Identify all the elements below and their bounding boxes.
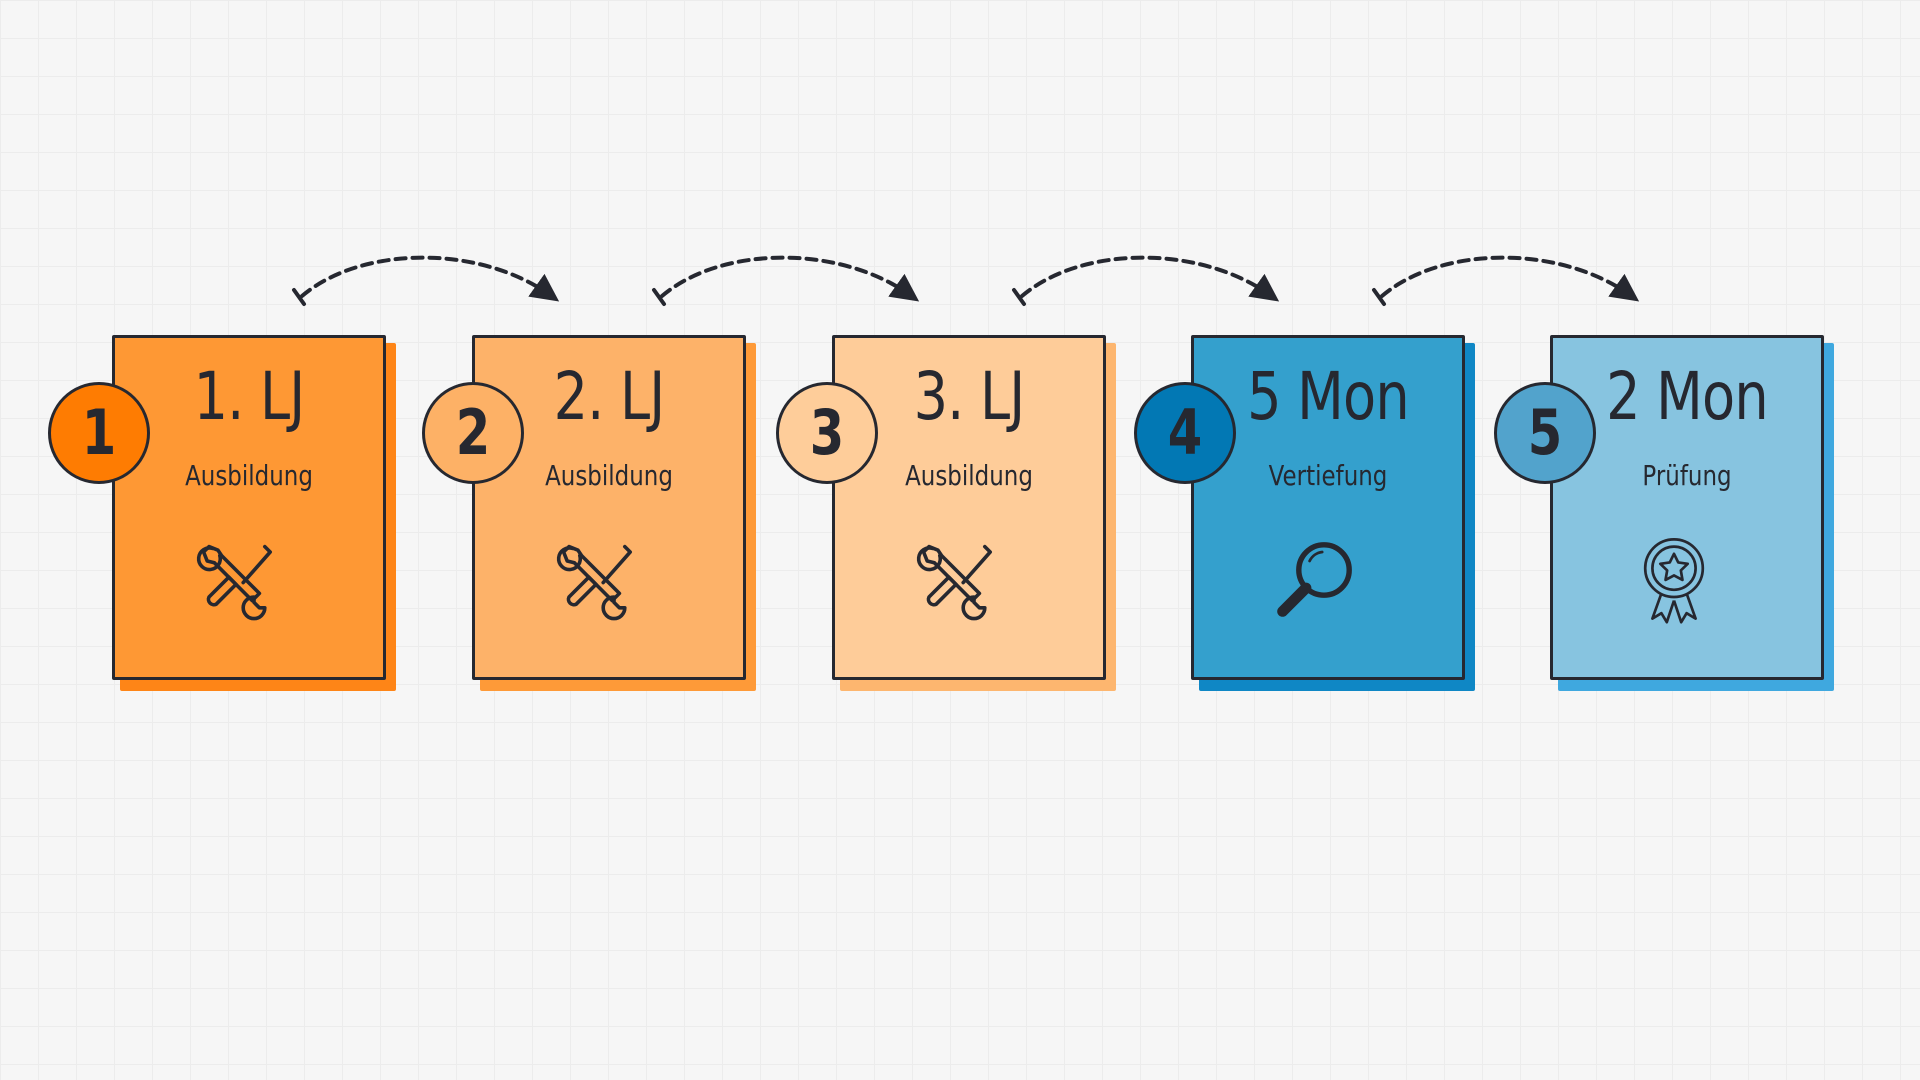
connector-arrow-1	[300, 255, 560, 302]
step-number: 3	[809, 396, 845, 469]
step-card-5: 2 Mon Prüfung	[1550, 335, 1824, 680]
tools-icon	[916, 544, 992, 621]
award-ribbon-icon	[1643, 538, 1705, 624]
connector-arrow-2	[660, 255, 920, 302]
step-badge-4: 4	[1134, 382, 1236, 484]
tools-icon	[556, 544, 632, 621]
connector-start-tick-4	[1372, 288, 1386, 306]
connector-start-tick-1	[292, 288, 306, 306]
step-badge-3: 3	[776, 382, 878, 484]
step-title: 2 Mon	[1606, 358, 1768, 435]
connector-arrow-4	[1380, 255, 1640, 302]
step-card-1: 1. LJ Ausbildung	[112, 335, 386, 680]
step-subtitle: Vertiefung	[1268, 459, 1388, 492]
step-number: 1	[81, 396, 117, 469]
connector-arrow-3	[1020, 255, 1280, 302]
connector-start-tick-3	[1012, 288, 1026, 306]
step-card-2: 2. LJ Ausbildung	[472, 335, 746, 680]
step-number: 5	[1527, 396, 1563, 469]
tools-icon	[196, 544, 272, 621]
step-title: 1. LJ	[193, 358, 306, 435]
step-subtitle: Ausbildung	[185, 459, 313, 492]
step-subtitle: Prüfung	[1642, 459, 1732, 492]
step-card-4: 5 Mon Vertiefung	[1191, 335, 1465, 680]
step-badge-2: 2	[422, 382, 524, 484]
step-title: 2. LJ	[553, 358, 666, 435]
step-card-3: 3. LJ Ausbildung	[832, 335, 1106, 680]
step-number: 4	[1167, 396, 1203, 469]
connector-start-tick-2	[652, 288, 666, 306]
magnifier-icon	[1277, 542, 1352, 617]
step-number: 2	[455, 396, 491, 469]
step-title: 5 Mon	[1247, 358, 1409, 435]
step-subtitle: Ausbildung	[545, 459, 673, 492]
step-title: 3. LJ	[913, 358, 1026, 435]
step-subtitle: Ausbildung	[905, 459, 1033, 492]
step-badge-1: 1	[48, 382, 150, 484]
step-badge-5: 5	[1494, 382, 1596, 484]
